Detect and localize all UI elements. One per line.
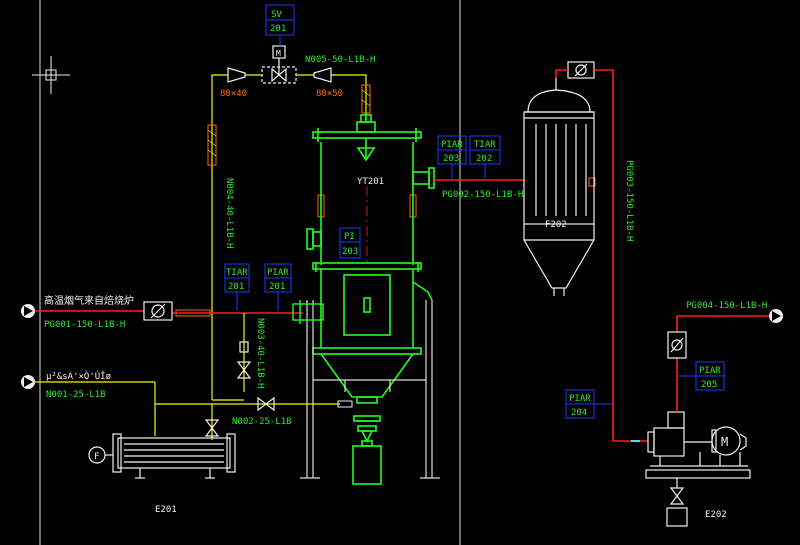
fan-e202[interactable] [645, 411, 751, 527]
drawing-frame [39, 0, 461, 545]
line-label-n002: N002-25-L1B [232, 417, 292, 427]
vessel-yt201[interactable] [306, 112, 435, 485]
valve-n003[interactable] [236, 341, 252, 379]
vessel-yt201-label: YT201 [357, 177, 384, 187]
instrument-piar205-tag: PIAR [699, 366, 721, 376]
spray-nozzle-bottom [337, 400, 353, 408]
hot-gas-inlet-label: 高温烟气来自焙烧炉 [44, 294, 134, 307]
instrument-sv201[interactable]: SV 201 [265, 4, 295, 46]
heat-exchanger-e201[interactable] [105, 433, 236, 479]
reducer-left-label: 80×40 [220, 89, 247, 99]
instrument-piar204[interactable]: PIAR 204 [565, 389, 613, 419]
instrument-piar203-num: 203 [443, 154, 459, 164]
hot-gas-inlet-arrow [21, 304, 35, 318]
hot-gas-line [35, 310, 303, 314]
equipment-e202-label: E202 [705, 510, 727, 520]
instrument-piar204-num: 204 [571, 408, 587, 418]
instrument-tiar201-tag: TIAR [226, 268, 248, 278]
inlet-nozzle-yt201 [292, 300, 324, 324]
line-label-pg003: PG003-150-L1B-H [624, 160, 634, 241]
outlet-line-pg003 [555, 69, 648, 442]
svg-text:F: F [94, 452, 99, 462]
instrument-pi203[interactable]: PI 203 [339, 227, 361, 259]
vessel-support-legs [300, 300, 440, 479]
line-label-pg002: PG002-150-L1B-H [442, 190, 523, 200]
instrument-piar201-num: 201 [269, 282, 285, 292]
water-line [35, 381, 340, 440]
pg004-outlet-arrow [769, 309, 783, 323]
line-label-n003: N003-40-L1B-H [255, 318, 265, 388]
damper-valve-pg004[interactable] [667, 331, 687, 359]
equipment-f202-label: F202 [545, 220, 567, 230]
instrument-piar203[interactable]: PIAR 203 [437, 135, 467, 180]
water-inlet-arrow [21, 375, 35, 389]
crosshair-cursor-icon [32, 56, 70, 94]
line-label-n004: N004-40-L1B-H [224, 178, 234, 248]
instrument-sv201-tag: SV [271, 10, 282, 20]
instrument-piar204-tag: PIAR [569, 394, 591, 404]
line-label-pg004: PG004-150-L1B-H [686, 301, 767, 311]
fan-motor-label: M [721, 435, 728, 449]
instrument-tiar201[interactable]: TIAR 201 [224, 263, 250, 311]
instrument-pi203-tag: PI [344, 232, 355, 242]
water-inlet-label: µ²&sA'×Ò'ÙÎø [46, 370, 112, 382]
instrument-tiar202-num: 202 [476, 154, 492, 164]
motor-valve-icon [261, 45, 297, 84]
instrument-piar205[interactable]: PIAR 205 [677, 361, 725, 391]
equipment-e201-label: E201 [155, 505, 177, 515]
instrument-tiar202[interactable]: TIAR 202 [469, 135, 501, 180]
instrument-tiar202-tag: TIAR [474, 140, 496, 150]
instrument-sv201-num: 201 [270, 24, 286, 34]
line-label-n001: N001-25-L1B [46, 390, 106, 400]
instrument-piar201[interactable]: PIAR 201 [264, 263, 292, 311]
instrument-piar201-tag: PIAR [267, 268, 289, 278]
valve-n002[interactable] [257, 396, 275, 412]
instrument-piar203-tag: PIAR [441, 140, 463, 150]
bag-filter-f202[interactable] [523, 78, 595, 296]
valve-e201-outlet[interactable] [204, 419, 220, 437]
instrument-piar205-num: 205 [701, 380, 717, 390]
motor-valve-label: M [276, 49, 281, 58]
reducer-right-label: 80×50 [316, 89, 343, 99]
damper-valve-pg001[interactable] [143, 301, 173, 321]
damper-valve-pg003[interactable] [567, 61, 595, 79]
pump-f-icon: F [88, 446, 106, 464]
reducer-right [313, 67, 332, 83]
outlet-line-pg004 [676, 315, 770, 412]
instrument-pi203-num: 203 [342, 247, 358, 257]
nitrogen-header-line [211, 74, 367, 400]
instrument-tiar201-num: 201 [228, 282, 244, 292]
line-label-n005: N005-50-L1B-H [305, 55, 375, 65]
line-label-pg001: PG001-150-L1B-H [44, 320, 125, 330]
reducer-left [227, 67, 246, 83]
